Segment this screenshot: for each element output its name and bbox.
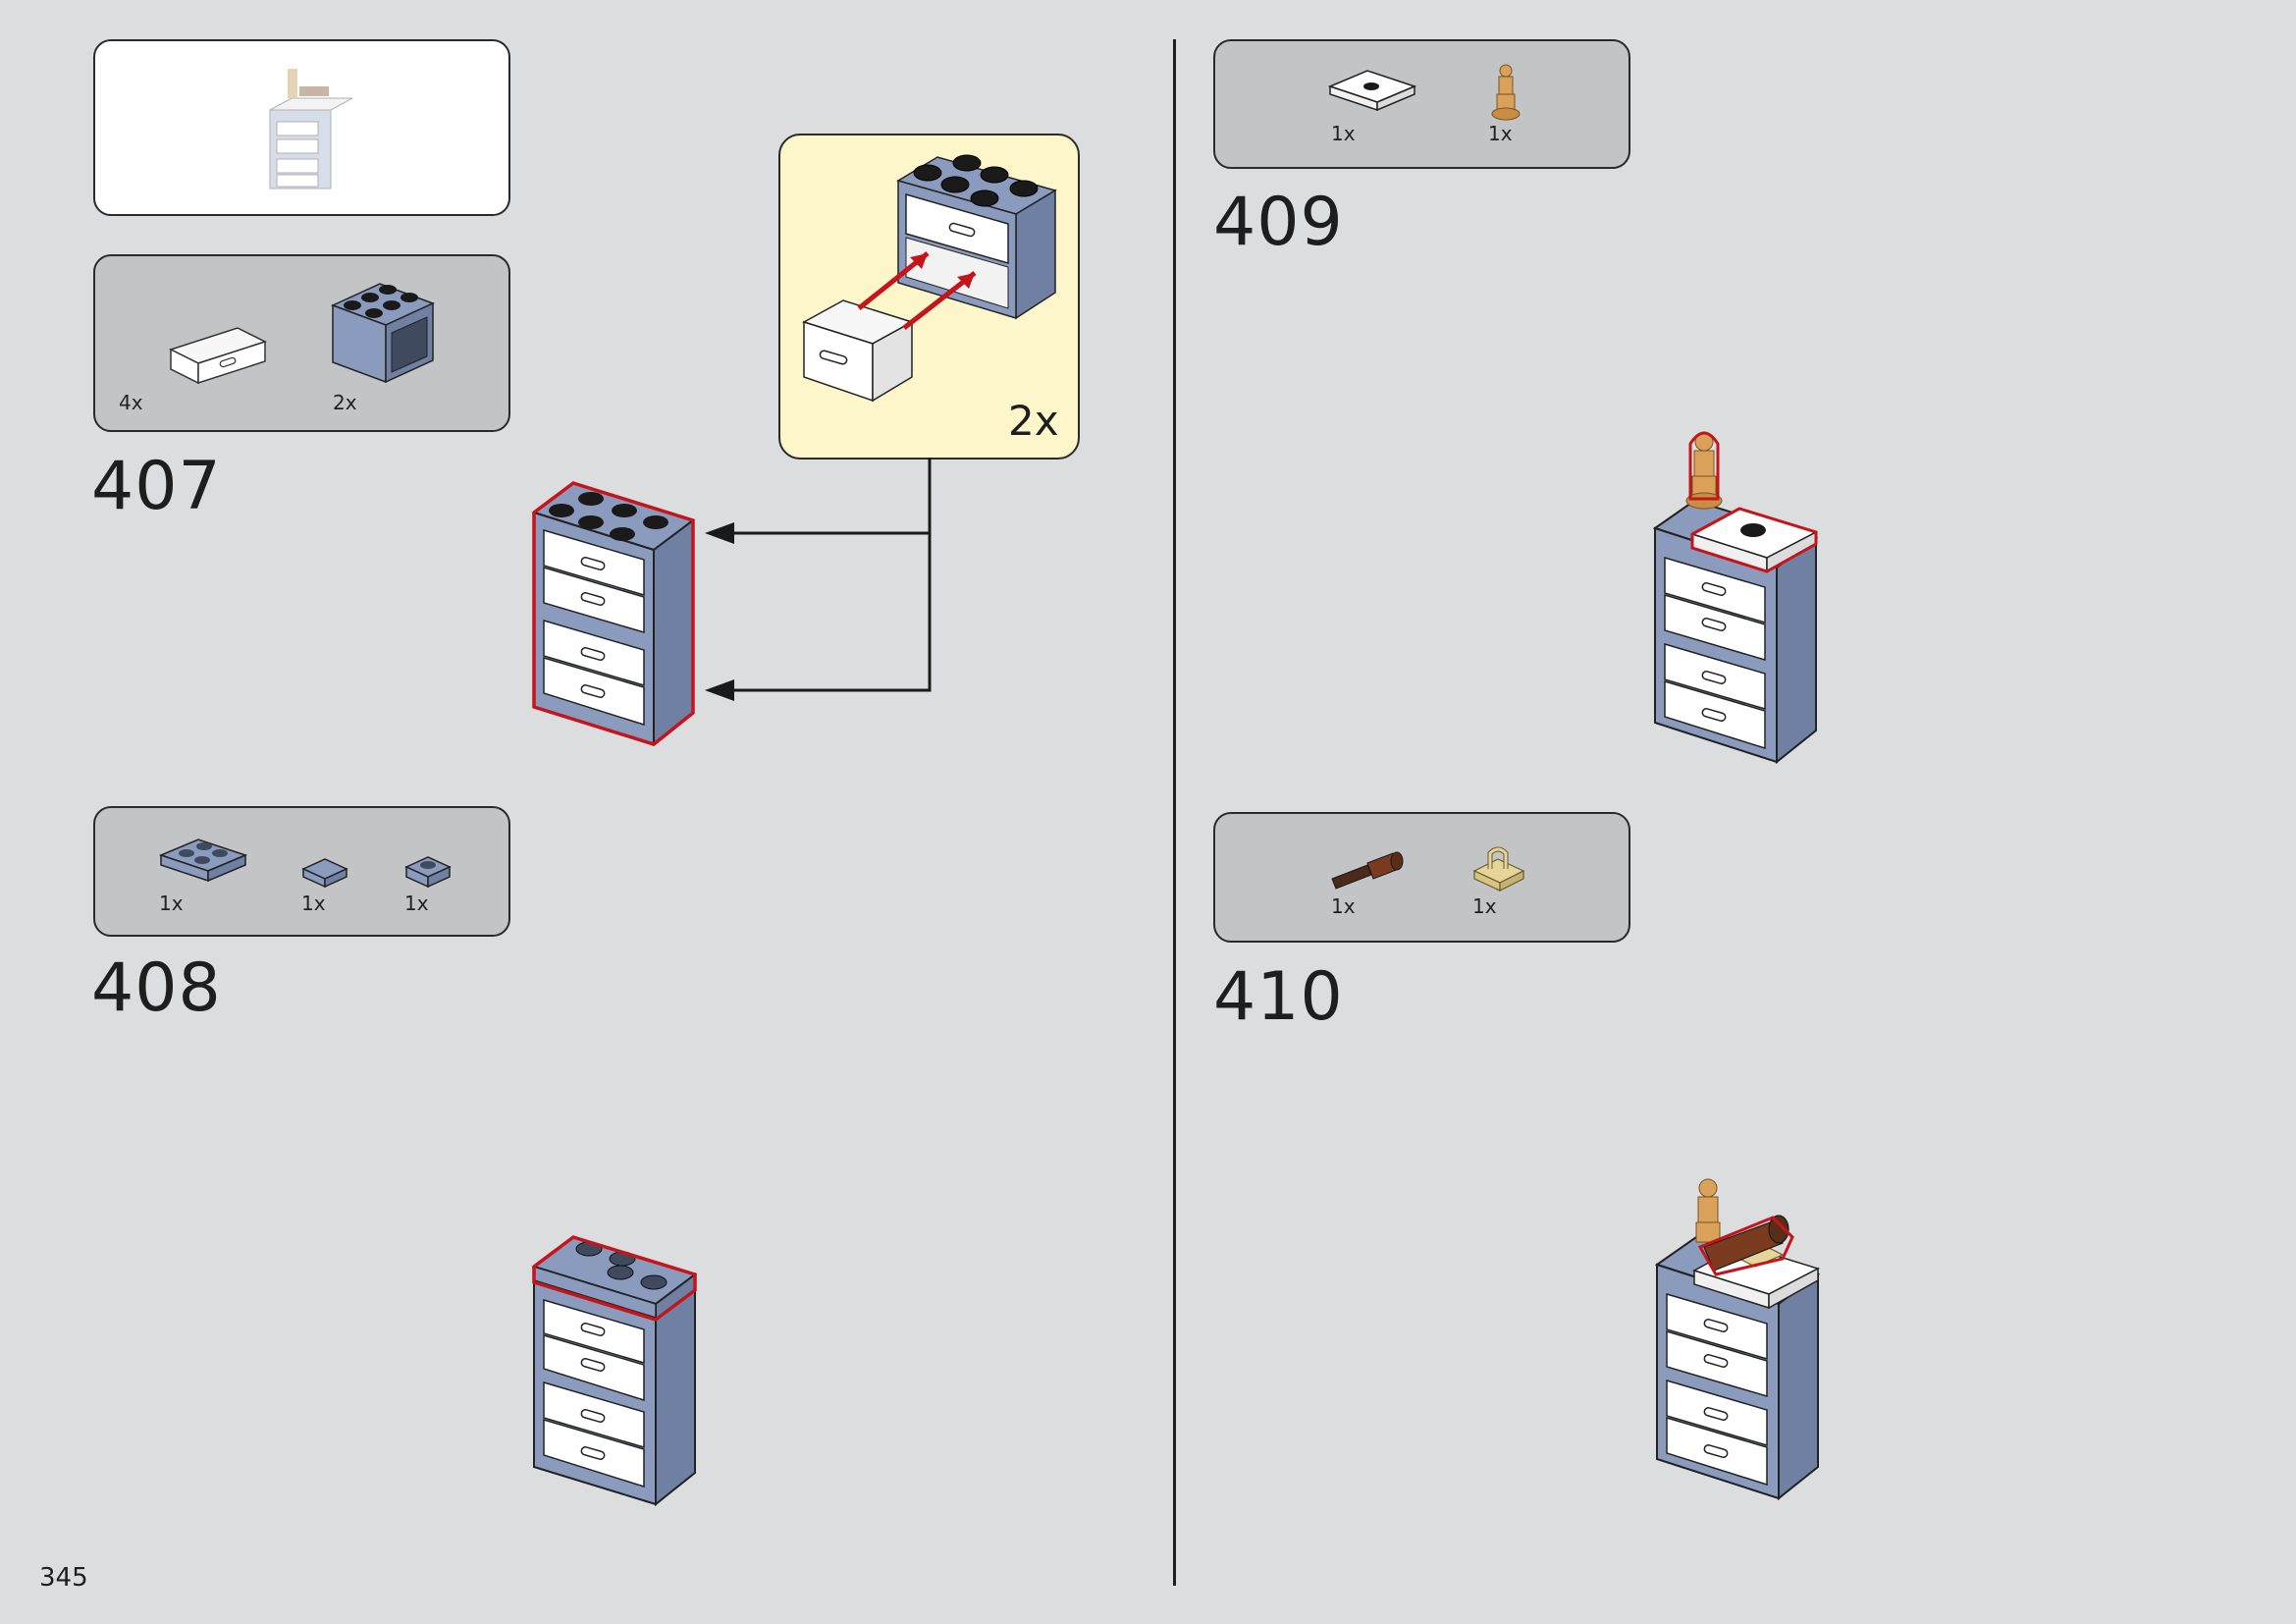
- qty-label: 1x: [159, 892, 184, 915]
- callout-connector: [705, 458, 932, 701]
- qty-label: 1x: [1472, 894, 1497, 918]
- clip-plate-icon: [1472, 846, 1525, 892]
- qty-label: 1x: [1488, 122, 1513, 145]
- step-407-model: [531, 481, 696, 747]
- qty-label: 1x: [301, 892, 326, 915]
- page-number: 345: [39, 1563, 88, 1593]
- step-408-model: [531, 1235, 698, 1507]
- qty-label: 2x: [333, 391, 357, 414]
- drawer-icon: [169, 327, 267, 385]
- step-number: 410: [1213, 958, 1344, 1036]
- step-number: 407: [91, 448, 222, 525]
- parts-list-410: 1x 1x: [1213, 812, 1630, 943]
- qty-label: 1x: [1331, 894, 1356, 918]
- page-divider: [1173, 39, 1176, 1586]
- qty-label: 1x: [1331, 122, 1356, 145]
- step-number: 409: [1213, 184, 1344, 261]
- plate-1x1-icon: [404, 856, 452, 889]
- parts-list-408: 1x 1x 1x: [93, 806, 510, 937]
- cabinet-preview-icon: [269, 69, 353, 189]
- statuette-icon: [1491, 64, 1521, 121]
- tile-1x1-icon: [301, 858, 348, 889]
- step-number: 408: [91, 949, 222, 1027]
- qty-label: 1x: [404, 892, 429, 915]
- telescope-icon: [1331, 851, 1404, 890]
- parts-list-409: 1x 1x: [1213, 39, 1630, 169]
- multiplier-label: 2x: [1008, 397, 1059, 445]
- drawer-into-cupboard-illustration: [802, 154, 1057, 403]
- tile-2x2-center-stud-icon: [1327, 70, 1417, 112]
- submodel-callout: 2x: [778, 134, 1080, 460]
- plate-2x2-icon: [158, 839, 248, 883]
- step-410-model: [1654, 1178, 1821, 1501]
- context-preview-box: [93, 39, 510, 216]
- cupboard-icon: [331, 283, 435, 384]
- step-409-model: [1652, 431, 1819, 765]
- qty-label: 4x: [119, 391, 143, 414]
- parts-list-407: 4x 2x: [93, 254, 510, 432]
